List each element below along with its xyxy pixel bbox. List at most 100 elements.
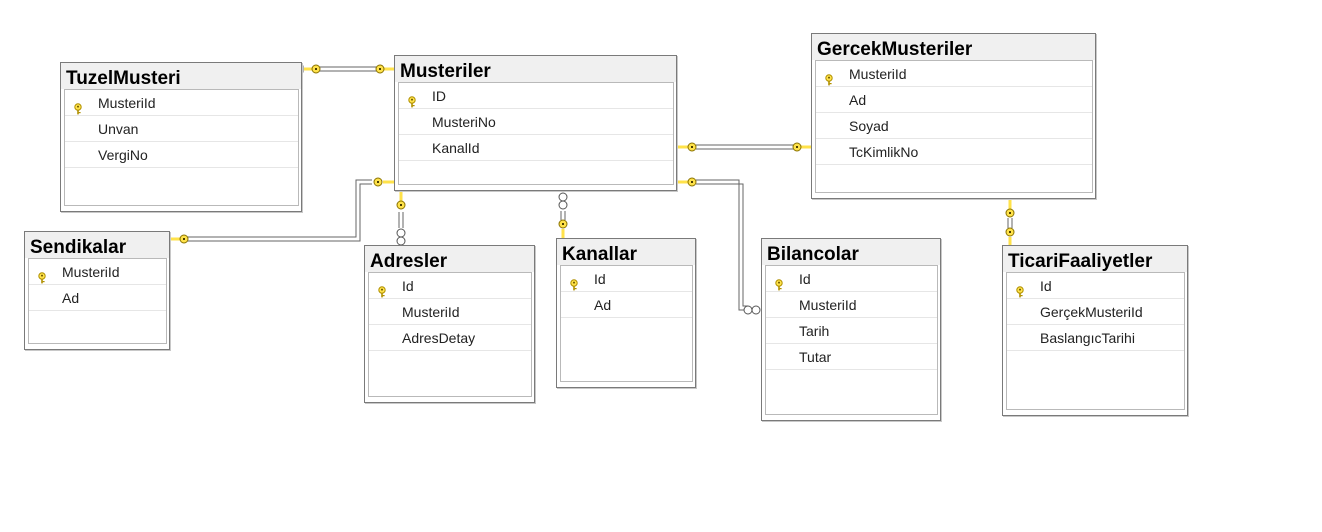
key-icon	[170, 234, 189, 244]
column-grid: Id GerçekMusteriId BaslangıcTarihi	[1006, 272, 1185, 410]
column-name: KanalId	[432, 140, 480, 156]
column-row[interactable]: KanalId	[399, 135, 673, 161]
key-icon	[773, 273, 785, 291]
table-title: Bilancolar	[762, 239, 940, 265]
table-musteriler[interactable]: Musteriler ID MusteriNo KanalId	[394, 55, 677, 191]
column-row[interactable]: Unvan	[65, 116, 298, 142]
column-row[interactable]: MusteriId	[369, 299, 531, 325]
key-icon	[677, 177, 697, 187]
relation-musteriler-gercek[interactable]	[677, 142, 812, 152]
key-icon	[304, 64, 321, 74]
column-row[interactable]: Id	[1007, 273, 1184, 299]
column-name: ID	[432, 88, 446, 104]
key-icon	[792, 142, 812, 152]
relation-gercek-ticari[interactable]	[1005, 198, 1015, 246]
key-icon	[376, 280, 388, 298]
table-bilancolar[interactable]: Bilancolar Id MusteriId Tarih Tutar	[761, 238, 941, 421]
column-name: VergiNo	[98, 147, 148, 163]
key-icon	[558, 219, 568, 240]
column-grid: Id Ad	[560, 265, 693, 382]
column-row[interactable]: Id	[369, 273, 531, 299]
column-name: MusteriId	[62, 264, 120, 280]
table-sendikalar[interactable]: Sendikalar MusteriId Ad	[24, 231, 170, 350]
column-row[interactable]: Id	[766, 266, 937, 292]
key-icon	[406, 90, 418, 108]
table-title: Kanallar	[557, 239, 695, 265]
infinity-icon	[396, 228, 406, 246]
table-title: Musteriler	[395, 56, 676, 82]
table-tuzelmusteri[interactable]: TuzelMusteri MusteriId Unvan VergiNo	[60, 62, 302, 212]
column-name: Ad	[62, 290, 80, 306]
table-title: Adresler	[365, 246, 534, 272]
column-name: Tarih	[799, 323, 830, 339]
key-icon	[568, 273, 580, 291]
relation-kanallar-musteriler[interactable]	[558, 192, 568, 240]
key-icon	[72, 97, 84, 115]
column-row[interactable]: MusteriId	[29, 259, 166, 285]
key-icon	[1005, 198, 1015, 218]
column-grid: MusteriId Ad Soyad TcKimlikNo	[815, 60, 1093, 193]
column-row[interactable]: MusteriNo	[399, 109, 673, 135]
table-kanallar[interactable]: Kanallar Id Ad	[556, 238, 696, 388]
column-name: Ad	[849, 92, 867, 108]
column-name: TcKimlikNo	[849, 144, 919, 160]
column-row[interactable]: Tarih	[766, 318, 937, 344]
key-icon	[396, 190, 406, 210]
table-title: GercekMusteriler	[812, 34, 1095, 60]
key-icon	[1014, 280, 1026, 298]
relation-musteriler-adresler[interactable]	[396, 190, 406, 246]
column-name: Id	[799, 271, 811, 287]
column-row[interactable]: MusteriId	[766, 292, 937, 318]
column-row[interactable]: BaslangıcTarihi	[1007, 325, 1184, 351]
column-name: Id	[594, 271, 606, 287]
key-icon	[375, 64, 395, 74]
infinity-icon	[558, 192, 568, 210]
table-title: TicariFaaliyetler	[1003, 246, 1187, 272]
column-row[interactable]: Id	[561, 266, 692, 292]
column-grid: MusteriId Ad	[28, 258, 167, 344]
relation-musteriler-bilancolar[interactable]	[677, 177, 761, 315]
column-name: AdresDetay	[402, 330, 476, 346]
column-name: Soyad	[849, 118, 889, 134]
infinity-icon	[743, 305, 761, 315]
column-name: MusteriNo	[432, 114, 496, 130]
table-title: TuzelMusteri	[61, 63, 301, 89]
table-gercekmusteriler[interactable]: GercekMusteriler MusteriId Ad Soyad TcKi…	[811, 33, 1096, 199]
column-row[interactable]: Ad	[561, 292, 692, 318]
column-row[interactable]: ID	[399, 83, 673, 109]
column-name: Id	[1040, 278, 1052, 294]
table-ticarifaaliyetler[interactable]: TicariFaaliyetler Id GerçekMusteriId Bas…	[1002, 245, 1188, 416]
column-name: MusteriId	[98, 95, 156, 111]
relation-tuzel-musteriler[interactable]	[301, 64, 395, 74]
relation-musteriler-sendikalar[interactable]	[170, 177, 395, 244]
column-row[interactable]: MusteriId	[816, 61, 1092, 87]
column-row[interactable]: TcKimlikNo	[816, 139, 1092, 165]
column-name: Tutar	[799, 349, 832, 365]
column-row[interactable]: Tutar	[766, 344, 937, 370]
column-grid: ID MusteriNo KanalId	[398, 82, 674, 185]
column-name: MusteriId	[799, 297, 857, 313]
column-name: MusteriId	[849, 66, 907, 82]
column-row[interactable]: AdresDetay	[369, 325, 531, 351]
column-name: GerçekMusteriId	[1040, 304, 1143, 320]
column-name: Ad	[594, 297, 612, 313]
key-icon	[677, 142, 697, 152]
column-row[interactable]: MusteriId	[65, 90, 298, 116]
column-row[interactable]: Soyad	[816, 113, 1092, 139]
key-icon	[373, 177, 395, 187]
column-grid: Id MusteriId AdresDetay	[368, 272, 532, 397]
key-icon	[823, 68, 835, 86]
column-name: MusteriId	[402, 304, 460, 320]
column-row[interactable]: Ad	[29, 285, 166, 311]
table-title: Sendikalar	[25, 232, 169, 258]
column-grid: Id MusteriId Tarih Tutar	[765, 265, 938, 415]
column-name: Unvan	[98, 121, 139, 137]
column-row[interactable]: Ad	[816, 87, 1092, 113]
key-icon	[1005, 227, 1015, 246]
column-row[interactable]: VergiNo	[65, 142, 298, 168]
column-name: Id	[402, 278, 414, 294]
column-name: BaslangıcTarihi	[1040, 330, 1135, 346]
column-row[interactable]: GerçekMusteriId	[1007, 299, 1184, 325]
table-adresler[interactable]: Adresler Id MusteriId AdresDetay	[364, 245, 535, 403]
